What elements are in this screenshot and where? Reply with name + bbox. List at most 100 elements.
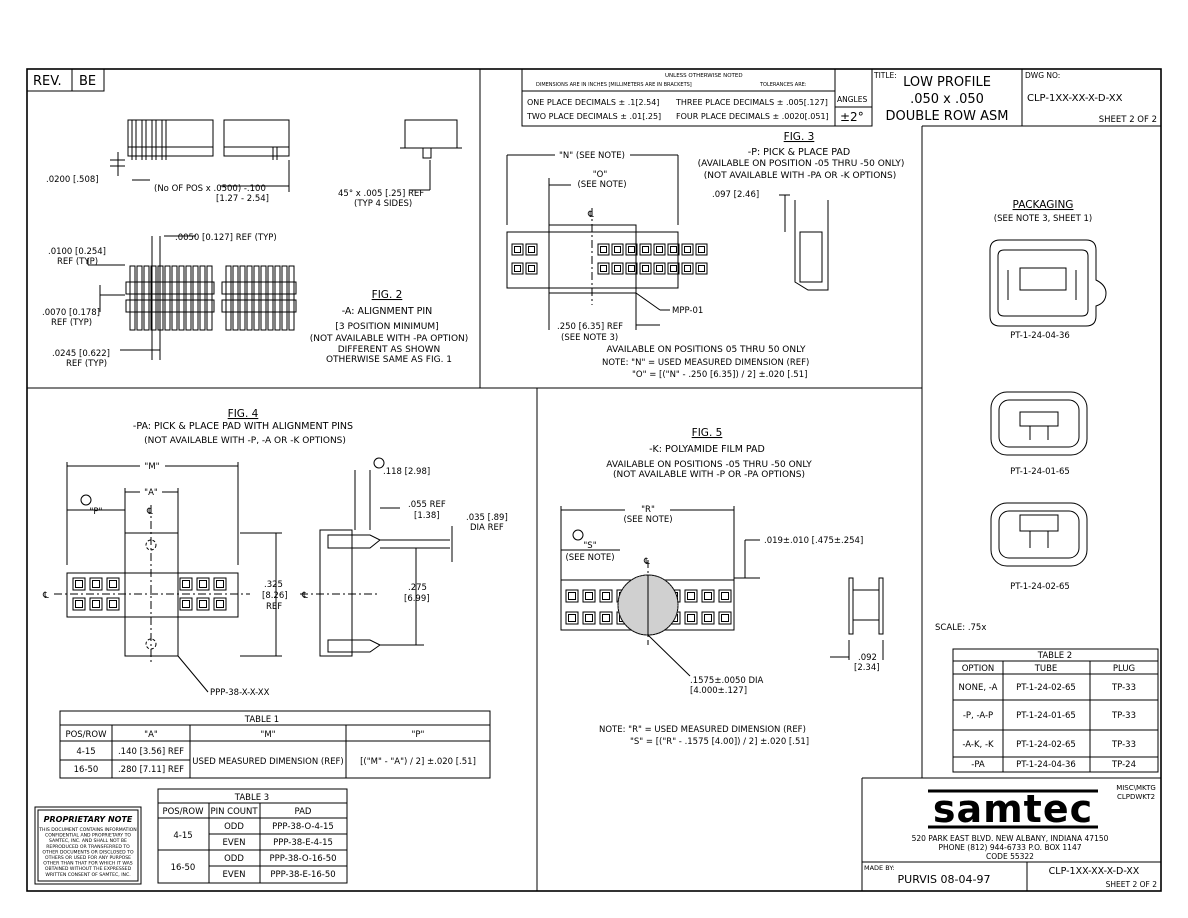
- pin-lead: [281, 265, 288, 331]
- contact-cell: [89, 577, 103, 591]
- contact-cell-inner: [568, 614, 576, 622]
- footer-dwg-no: CLP-1XX-XX-X-D-XX: [1049, 866, 1140, 877]
- contact-cell: [695, 262, 708, 275]
- contact-cell: [684, 611, 698, 625]
- contact-cell-inner: [216, 600, 224, 608]
- fig5-dim-092-b: [2.34]: [854, 663, 880, 673]
- fig5-dim-019: .019±.010 [.475±.254]: [764, 536, 863, 546]
- tol-two-place: TWO PLACE DECIMALS ± .01[.25]: [526, 112, 661, 121]
- company-block: samtec MISC\MKTG CLPDWKT2 520 PARK EAST …: [861, 777, 1161, 891]
- samtec-logo: samtec: [928, 787, 1098, 831]
- packaging-subtitle: (SEE NOTE 3, SHEET 1): [994, 214, 1092, 224]
- table2-cell: NONE, -A: [959, 683, 998, 693]
- contact-cell: [625, 243, 638, 256]
- table2-cell: TP-33: [1111, 711, 1136, 721]
- contact-cell-inner: [642, 265, 649, 272]
- table2-header-plug: PLUG: [1113, 664, 1135, 674]
- contact-cell-inner: [182, 580, 190, 588]
- fig3: FIG. 3 -P: PICK & PLACE PAD (AVAILABLE O…: [506, 131, 904, 380]
- table2-cell: -A-K, -K: [962, 740, 994, 750]
- contact-cell: [582, 589, 596, 603]
- proprietary-line: REPRODUCED OR TRANSFERRED TO: [46, 844, 130, 850]
- table3-cell: ODD: [224, 854, 244, 864]
- fig3-connector-body: [506, 231, 679, 289]
- contact-cell: [106, 597, 120, 611]
- company-phone: PHONE (812) 944-6733 P.O. BOX 1147: [939, 843, 1082, 852]
- table2-cell: PT-1-24-02-65: [1016, 683, 1076, 693]
- fig3-mpp-label: MPP-01: [672, 306, 703, 316]
- contact-cell-inner: [92, 600, 100, 608]
- contact-cell: [106, 577, 120, 591]
- contact-cell: [213, 577, 227, 591]
- tube-profile-02-65: [990, 502, 1088, 567]
- contact-cell: [639, 243, 652, 256]
- fig2-line-2: (NOT AVAILABLE WITH -PA OPTION): [310, 334, 469, 344]
- fig4-dim-275-b: [6.99]: [404, 594, 430, 604]
- tol-three-place: THREE PLACE DECIMALS ± .005[.127]: [675, 98, 828, 107]
- fig3-dim-250-b: (SEE NOTE 3): [561, 333, 618, 343]
- contact-cell: [667, 243, 680, 256]
- contact-cell-inner: [528, 246, 535, 253]
- table2-row: -P, -A-P PT-1-24-01-65 TP-33: [963, 711, 1136, 721]
- packaging: PACKAGING (SEE NOTE 3, SHEET 1) PT-1-24-…: [935, 199, 1107, 633]
- contact-cell: [653, 262, 666, 275]
- fig3-centerline-label: ℄: [587, 210, 594, 220]
- title-line-1: LOW PROFILE: [903, 75, 991, 90]
- contact-cell-inner: [704, 592, 712, 600]
- table1-cell: .280 [7.11] REF: [118, 765, 184, 775]
- fig4-dim-035-a: .035 [.89]: [466, 513, 508, 523]
- fig4-dim-275-a: .275: [408, 583, 427, 593]
- dim-0200: .0200 [.508]: [46, 175, 99, 185]
- tol-one-place: ONE PLACE DECIMALS ± .1[2.54]: [527, 98, 659, 107]
- contact-cell-inner: [698, 246, 705, 253]
- fig4-subtitle: -PA: PICK & PLACE PAD WITH ALIGNMENT PIN…: [133, 421, 353, 432]
- dim-0070-a: .0070 [0.178]: [42, 308, 100, 318]
- pin-lead: [288, 265, 295, 331]
- misc-1: MISC\MKTG: [1116, 784, 1156, 792]
- fig2-line-1: [3 POSITION MINIMUM]: [335, 322, 438, 332]
- fig3-subtitle: -P: PICK & PLACE PAD: [748, 147, 850, 158]
- contact-cell: [511, 262, 524, 275]
- pin-lead: [225, 265, 232, 331]
- fig3-title: FIG. 3: [784, 131, 815, 143]
- contact-cell: [72, 577, 86, 591]
- fig3-dim-n: "N" (SEE NOTE): [559, 151, 625, 161]
- fig3-dim-097: .097 [2.46]: [712, 190, 759, 200]
- contact-cell-inner: [721, 592, 729, 600]
- fig3-dim-250-a: .250 [6.35] REF: [557, 322, 623, 332]
- proprietary-title: PROPRIETARY NOTE: [44, 815, 133, 824]
- table3-group-pos: 16-50: [171, 863, 196, 873]
- table1-cell: 16-50: [74, 765, 99, 775]
- title-line-3: DOUBLE ROW ASM: [886, 109, 1009, 124]
- scale-label: SCALE: .75x: [935, 623, 986, 633]
- proprietary-line: CONFIDENTIAL AND PROPRIETARY TO: [45, 833, 131, 839]
- fig4-dim-055-b: [1.38]: [414, 511, 440, 521]
- contact-cell-inner: [602, 592, 610, 600]
- fig5-note-1: NOTE: "R" = USED MEASURED DIMENSION (REF…: [599, 725, 806, 735]
- table3-title: TABLE 3: [234, 793, 269, 803]
- table1-m-value: USED MEASURED DIMENSION (REF): [192, 757, 343, 767]
- table1-cell: 4-15: [76, 747, 95, 757]
- pin-body: [221, 281, 297, 295]
- fig4-contacts: [72, 577, 227, 611]
- tol-four-place: FOUR PLACE DECIMALS ± .0020[.051]: [676, 112, 829, 121]
- table3-row: EVEN PPP-38-E-16-50: [223, 870, 336, 880]
- table1-p-value: [("M" - "A") / 2] ±.020 [.51]: [360, 757, 476, 767]
- contact-cell-inner: [642, 246, 649, 253]
- table3-cell: PPP-38-E-16-50: [270, 870, 335, 880]
- contact-cell: [525, 243, 538, 256]
- tube-label-1: PT-1-24-04-36: [1010, 331, 1070, 341]
- contact-cell-inner: [568, 592, 576, 600]
- pin-lead: [199, 265, 206, 331]
- contact-cell-inner: [216, 580, 224, 588]
- pin-lead: [260, 265, 267, 331]
- contact-cell-inner: [75, 600, 83, 608]
- table2-header-option: OPTION: [962, 664, 995, 674]
- table2-cell: PT-1-24-01-65: [1016, 711, 1076, 721]
- dwg-no: CLP-1XX-XX-X-D-XX: [1027, 93, 1123, 104]
- contact-cell: [525, 262, 538, 275]
- pin-lead: [178, 265, 185, 331]
- proprietary-line: OTHERS OR USED FOR ANY PURPOSE: [45, 855, 131, 861]
- table3-cell: PPP-38-O-16-50: [269, 854, 336, 864]
- dwg-label: DWG NO:: [1025, 71, 1060, 80]
